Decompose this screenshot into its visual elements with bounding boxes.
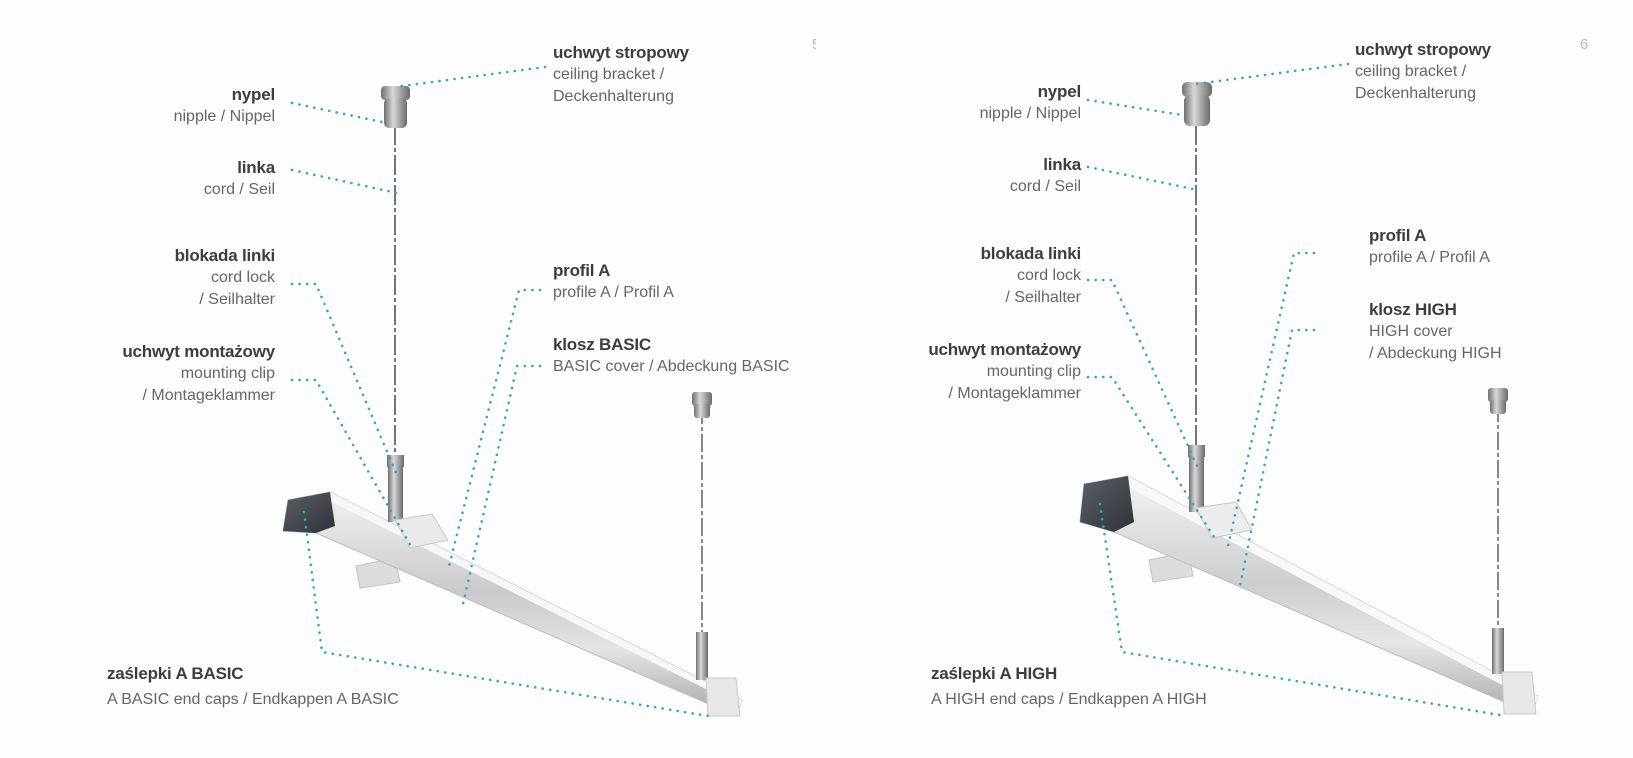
label-line: cord / Seil: [203, 181, 275, 198]
label-title: uchwyt stropowy: [553, 43, 689, 62]
page-6: 6 uchwyt stropowy ceiling bracket / Deck…: [816, 0, 1633, 758]
leader-mounting-clip: [290, 378, 414, 550]
page-number: 6: [1580, 36, 1589, 53]
label-title: uchwyt stropowy: [1355, 40, 1491, 59]
label-line: ceiling bracket /: [553, 66, 665, 83]
label-line: ceiling bracket /: [1355, 63, 1467, 80]
label-title: nypel: [231, 85, 276, 104]
label-profile: profil A profile A / Profil A: [553, 260, 674, 304]
cord-lock-left: [387, 455, 404, 522]
label-title: profil A: [1369, 226, 1427, 245]
label-line: / Abdeckung HIGH: [1369, 345, 1502, 362]
label-line: Deckenhalterung: [1355, 85, 1476, 102]
label-line: HIGH cover: [1369, 323, 1453, 340]
leader-lines: [290, 65, 710, 718]
label-cover: klosz BASIC BASIC cover / Abdeckung BASI…: [553, 334, 790, 378]
label-line: / Montageklammer: [142, 387, 276, 404]
label-line: mounting clip: [180, 365, 275, 382]
label-title: zaślepki A HIGH: [931, 664, 1058, 683]
label-title: profil A: [553, 261, 611, 280]
leader-ceiling-bracket: [393, 65, 547, 89]
leader-mounting-clip: [1086, 375, 1218, 542]
label-title: uchwyt montażowy: [928, 340, 1081, 359]
label-line: / Seilhalter: [1005, 289, 1081, 306]
label-title: linka: [237, 158, 275, 177]
label-ceiling-bracket: uchwyt stropowy ceiling bracket / Decken…: [553, 42, 689, 108]
label-title: klosz BASIC: [553, 335, 651, 354]
label-mounting-clip: uchwyt montażowy mounting clip / Montage…: [122, 341, 275, 407]
page-5: 5 uchwyt stropowy ceiling bracket / Deck…: [0, 0, 820, 758]
leader-ceiling-bracket: [1194, 62, 1350, 86]
label-title: blokada linki: [174, 246, 276, 265]
label-profile: profil A profile A / Profil A: [1369, 225, 1490, 269]
label-title: uchwyt montażowy: [122, 342, 275, 361]
label-cord: linka cord / Seil: [1010, 154, 1081, 198]
label-line: nipple / Nippel: [979, 105, 1081, 122]
luminaire-illustration: [282, 65, 743, 718]
label-cover: klosz HIGH HIGH cover / Abdeckung HIGH: [1369, 299, 1502, 365]
label-line: cord lock: [210, 269, 275, 286]
label-line: mounting clip: [986, 363, 1081, 380]
leader-cord: [1086, 165, 1200, 192]
label-cord-lock: blokada linki cord lock / Seilhalter: [980, 243, 1082, 309]
label-title: nypel: [1037, 82, 1082, 101]
leader-cover: [461, 364, 542, 606]
label-cord-lock: blokada linki cord lock / Seilhalter: [174, 245, 276, 311]
label-line: Deckenhalterung: [553, 88, 674, 105]
label-title: zaślepki A BASIC: [107, 664, 244, 683]
ceiling-bracket-right: [692, 392, 712, 418]
leader-cover: [1238, 328, 1316, 588]
label-title: blokada linki: [980, 244, 1082, 263]
leader-lines: [1086, 62, 1508, 718]
cord-lock-right: [696, 632, 741, 717]
label-nipple: nypel nipple / Nippel: [979, 81, 1082, 125]
label-end-caps: zaślepki A BASIC A BASIC end caps / Endk…: [107, 661, 399, 713]
label-line: profile A / Profil A: [1369, 249, 1490, 266]
luminaire-illustration: [1079, 62, 1539, 718]
end-cap-left: [1080, 476, 1134, 532]
label-line: A BASIC end caps / Endkappen A BASIC: [107, 691, 399, 708]
label-line: cord / Seil: [1009, 178, 1081, 195]
label-cord: linka cord / Seil: [204, 157, 275, 201]
label-line: cord lock: [1016, 267, 1081, 284]
label-mounting-clip: uchwyt montażowy mounting clip / Montage…: [928, 339, 1081, 405]
end-cap-left: [283, 492, 335, 533]
leader-profile: [1226, 251, 1316, 548]
leader-nipple: [290, 101, 384, 124]
label-line: A HIGH end caps / Endkappen A HIGH: [931, 691, 1207, 708]
cord-lock-right: [1492, 628, 1537, 715]
label-nipple: nypel nipple / Nippel: [173, 84, 276, 128]
leader-cord: [290, 168, 399, 195]
leader-cord-lock: [1086, 278, 1200, 470]
ceiling-bracket-left: [1182, 82, 1212, 126]
label-end-caps: zaślepki A HIGH A HIGH end caps / Endkap…: [931, 661, 1207, 713]
leader-profile: [446, 288, 542, 572]
label-title: linka: [1043, 155, 1081, 174]
ceiling-bracket-left: [381, 86, 410, 128]
leader-cord-lock: [290, 282, 399, 477]
label-title: klosz HIGH: [1369, 300, 1457, 319]
ceiling-bracket-right: [1488, 388, 1508, 414]
leader-end-caps: [1098, 502, 1508, 718]
label-line: / Montageklammer: [948, 385, 1082, 402]
label-line: nipple / Nippel: [173, 108, 275, 125]
label-ceiling-bracket: uchwyt stropowy ceiling bracket / Decken…: [1355, 39, 1491, 105]
cord-lock-left: [1188, 445, 1205, 512]
leader-nipple: [1086, 98, 1184, 117]
label-line: profile A / Profil A: [553, 284, 674, 301]
clip-block-left: [394, 513, 449, 549]
leader-end-caps: [302, 510, 710, 718]
label-line: / Seilhalter: [199, 291, 275, 308]
label-line: BASIC cover / Abdeckung BASIC: [553, 358, 790, 375]
